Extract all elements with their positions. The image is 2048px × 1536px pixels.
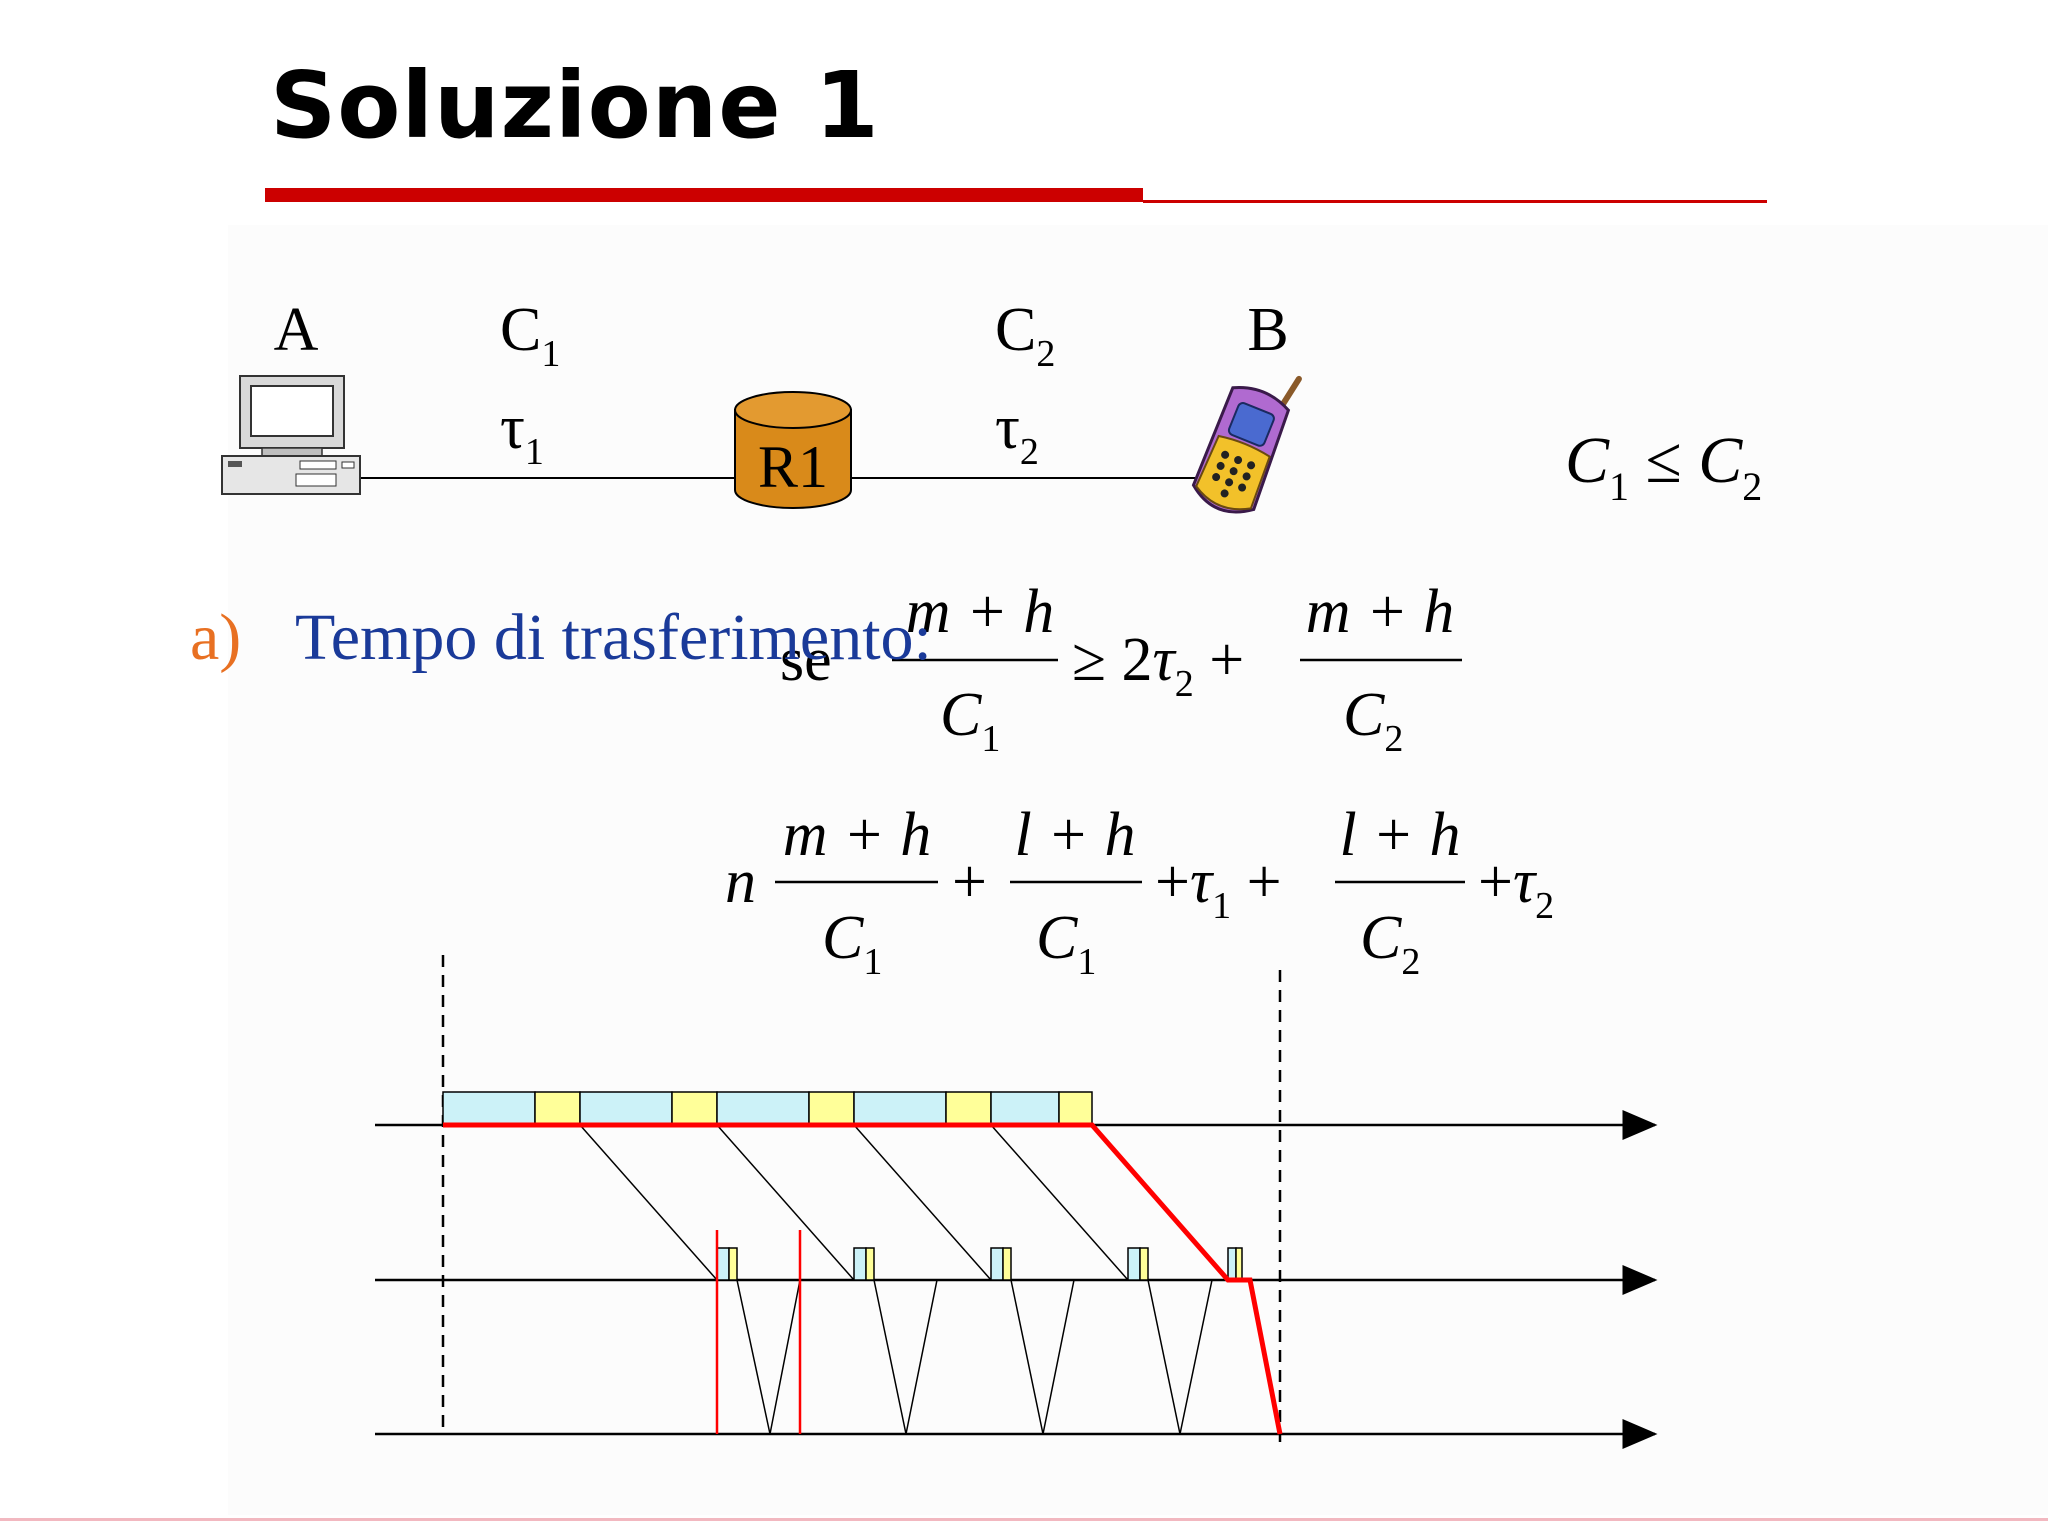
svg-text:C1: C1 (940, 681, 1000, 760)
formula-rhs-num: m + h (1306, 578, 1455, 646)
title-underline-thick (265, 188, 1143, 202)
item-letter: a) (190, 601, 242, 674)
svg-text:C2: C2 (1343, 681, 1403, 760)
topology: R1 A B C1 τ1 C2 τ2 (221, 296, 1762, 514)
node-b-label: B (1247, 296, 1288, 364)
packet-train-r1 (716, 1247, 1243, 1281)
router-cylinder-icon (734, 391, 852, 509)
link2-delay-label: τ2 (995, 394, 1039, 473)
svg-text:l + h: l + h (1339, 801, 1460, 869)
svg-text:l + h: l + h (1014, 801, 1135, 869)
svg-text:C1: C1 (1036, 904, 1096, 983)
svg-text:C2: C2 (1360, 904, 1420, 983)
link1-capacity-label: C1 (500, 296, 560, 375)
svg-text:C1: C1 (822, 904, 882, 983)
formula-condition: se m + h C1 ≥ 2τ2 + m + h C2 (780, 578, 1462, 760)
propagation-a-r1 (579, 1124, 1129, 1281)
title-underline-thin (1143, 200, 1767, 203)
formula-se: se (780, 626, 832, 694)
router-label: R1 (758, 434, 828, 500)
computer-icon (221, 375, 361, 495)
svg-text:+: + (952, 848, 987, 916)
svg-text:+τ2: +τ2 (1478, 848, 1554, 927)
mobile-phone-icon (1191, 375, 1302, 514)
critical-path (443, 1122, 1283, 1435)
formula-transfer-time: n m + h C1 + l + h C1 +τ1 + l + h C2 +τ2 (725, 801, 1554, 983)
node-a-label: A (274, 296, 319, 364)
timing-diagram (375, 955, 1658, 1450)
svg-text:n: n (725, 848, 756, 916)
propagation-r1-b (736, 1279, 1213, 1435)
formula-lhs-num: m + h (906, 578, 1055, 646)
footer-line (0, 1518, 2048, 1521)
link1-delay-label: τ1 (500, 394, 544, 473)
item-text: Tempo di trasferimento: (295, 601, 932, 674)
packet-train-a (442, 1091, 1093, 1126)
link2-capacity-label: C2 (995, 296, 1055, 375)
svg-text:m + h: m + h (783, 801, 932, 869)
slide-background (228, 225, 2048, 1515)
svg-text:+τ1 +: +τ1 + (1155, 848, 1282, 927)
capacity-condition: C1 ≤ C2 (1565, 424, 1762, 509)
svg-text:≥ 2τ2 +: ≥ 2τ2 + (1072, 626, 1244, 705)
slide-title: Soluzione 1 (270, 52, 880, 159)
